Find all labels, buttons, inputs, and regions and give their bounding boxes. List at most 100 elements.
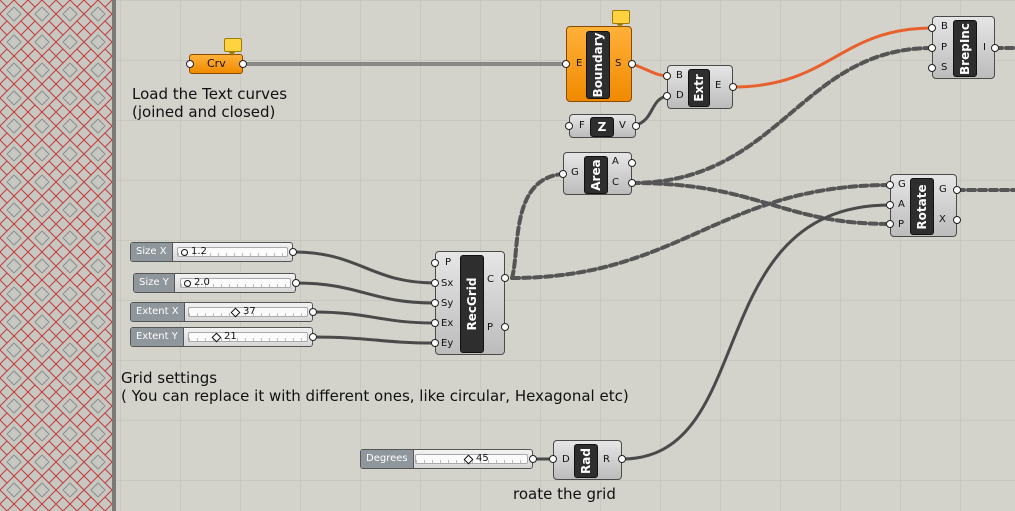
wire-extentx bbox=[311, 310, 437, 325]
port-f: F bbox=[579, 120, 585, 131]
area-label: Area bbox=[589, 159, 603, 191]
dot[interactable] bbox=[729, 83, 737, 91]
dot[interactable] bbox=[953, 186, 961, 194]
wire-extr-brepinc bbox=[731, 26, 934, 89]
slider-track[interactable] bbox=[188, 307, 308, 317]
dot[interactable] bbox=[565, 122, 573, 130]
dot[interactable] bbox=[431, 259, 439, 267]
dot[interactable] bbox=[628, 159, 636, 167]
unit-z-component[interactable]: F Z V bbox=[569, 114, 636, 138]
area-component[interactable]: G Area A C bbox=[563, 152, 632, 195]
port-e: E bbox=[576, 58, 583, 69]
dot[interactable] bbox=[953, 216, 961, 224]
wire-z-extr bbox=[634, 94, 672, 127]
slider-degrees[interactable]: Degrees 45 bbox=[360, 449, 533, 469]
slider-grip[interactable] bbox=[184, 280, 191, 287]
unit-z-core: Z bbox=[590, 117, 614, 137]
slider-name: Size X bbox=[131, 243, 173, 261]
slider-size-x[interactable]: Size X 1.2 bbox=[130, 242, 293, 262]
dot[interactable] bbox=[431, 299, 439, 307]
dot[interactable] bbox=[292, 279, 300, 287]
dot[interactable] bbox=[289, 248, 297, 256]
slider-name: Degrees bbox=[361, 450, 414, 468]
dot[interactable] bbox=[628, 60, 636, 68]
rotate-component[interactable]: G A P Rotate G X bbox=[890, 174, 957, 237]
dot[interactable] bbox=[632, 122, 640, 130]
radians-component[interactable]: D Rad R bbox=[553, 440, 622, 480]
port-b: B bbox=[676, 70, 683, 81]
dot[interactable] bbox=[239, 60, 247, 68]
dot[interactable] bbox=[628, 179, 636, 187]
brep-inclusion-component[interactable]: B P S BrepInc I bbox=[932, 16, 995, 79]
note-line: (joined and closed) bbox=[132, 103, 276, 121]
slider-track[interactable] bbox=[177, 247, 288, 257]
dot[interactable] bbox=[928, 24, 936, 32]
slider-extent-y[interactable]: Extent Y 21 bbox=[130, 327, 313, 347]
dot[interactable] bbox=[309, 333, 317, 341]
dot[interactable] bbox=[663, 72, 671, 80]
slider-grip[interactable] bbox=[181, 249, 188, 256]
port-ey: Ey bbox=[441, 338, 454, 349]
slider-track[interactable] bbox=[188, 332, 308, 342]
port-v: V bbox=[619, 120, 626, 131]
dot[interactable] bbox=[928, 44, 936, 52]
dot[interactable] bbox=[559, 170, 567, 178]
dot[interactable] bbox=[886, 181, 894, 189]
slider-value: 2.0 bbox=[194, 277, 210, 288]
port-s: S bbox=[941, 62, 948, 73]
dot[interactable] bbox=[663, 92, 671, 100]
rotate-core: Rotate bbox=[910, 178, 934, 235]
wire-recgrid-rotate-g bbox=[510, 183, 892, 280]
port-g: G bbox=[571, 167, 579, 178]
unit-z-label: Z bbox=[597, 120, 607, 134]
dot[interactable] bbox=[886, 201, 894, 209]
dot[interactable] bbox=[549, 455, 557, 463]
slider-size-y[interactable]: Size Y 2.0 bbox=[133, 273, 296, 293]
warning-flag-icon[interactable] bbox=[224, 38, 242, 56]
port-sy: Sy bbox=[441, 298, 454, 309]
port-d: D bbox=[562, 454, 570, 465]
dot[interactable] bbox=[431, 319, 439, 327]
rotate-label: Rotate bbox=[915, 183, 929, 230]
dot[interactable] bbox=[186, 60, 194, 68]
area-core: Area bbox=[584, 156, 608, 194]
port-i: I bbox=[983, 42, 986, 53]
port-x-out: X bbox=[939, 214, 946, 225]
dot[interactable] bbox=[309, 308, 317, 316]
dot[interactable] bbox=[886, 220, 894, 228]
curve-param[interactable]: Crv bbox=[189, 54, 243, 74]
port-p-out: P bbox=[487, 322, 494, 333]
dot[interactable] bbox=[501, 274, 509, 282]
slider-name: Size Y bbox=[134, 274, 175, 292]
note-line: Load the Text curves bbox=[132, 85, 288, 103]
wire-extenty bbox=[311, 335, 437, 345]
wire-rad-rotate bbox=[620, 203, 892, 461]
boundary-component[interactable]: E Boundary S bbox=[566, 26, 632, 102]
dot[interactable] bbox=[618, 455, 626, 463]
radians-core: Rad bbox=[574, 444, 598, 478]
dot[interactable] bbox=[991, 44, 999, 52]
dot[interactable] bbox=[562, 60, 570, 68]
rectangular-grid-component[interactable]: P Sx Sy Ex Ey RecGrid C P bbox=[435, 251, 505, 355]
extrude-component[interactable]: B D Extr E bbox=[667, 65, 733, 109]
boundary-core: Boundary bbox=[586, 31, 610, 99]
dot[interactable] bbox=[928, 64, 936, 72]
port-p: P bbox=[445, 257, 452, 268]
port-b: B bbox=[941, 21, 948, 32]
dot[interactable] bbox=[529, 455, 537, 463]
slider-track[interactable] bbox=[180, 278, 291, 288]
warning-flag-icon-boundary[interactable] bbox=[612, 10, 630, 28]
viewport-divider[interactable] bbox=[112, 0, 116, 511]
port-sx: Sx bbox=[441, 278, 454, 289]
port-c: C bbox=[612, 177, 619, 188]
slider-name: Extent Y bbox=[131, 328, 184, 346]
dot[interactable] bbox=[431, 339, 439, 347]
note-grid-settings: Grid settings ( You can replace it with … bbox=[121, 369, 629, 405]
wire-sizex bbox=[291, 250, 437, 285]
dot[interactable] bbox=[431, 279, 439, 287]
note-line: ( You can replace it with different ones… bbox=[121, 387, 629, 405]
slider-extent-x[interactable]: Extent X 37 bbox=[130, 302, 313, 322]
dot[interactable] bbox=[501, 323, 509, 331]
wire-area-rotate-p bbox=[630, 181, 892, 226]
